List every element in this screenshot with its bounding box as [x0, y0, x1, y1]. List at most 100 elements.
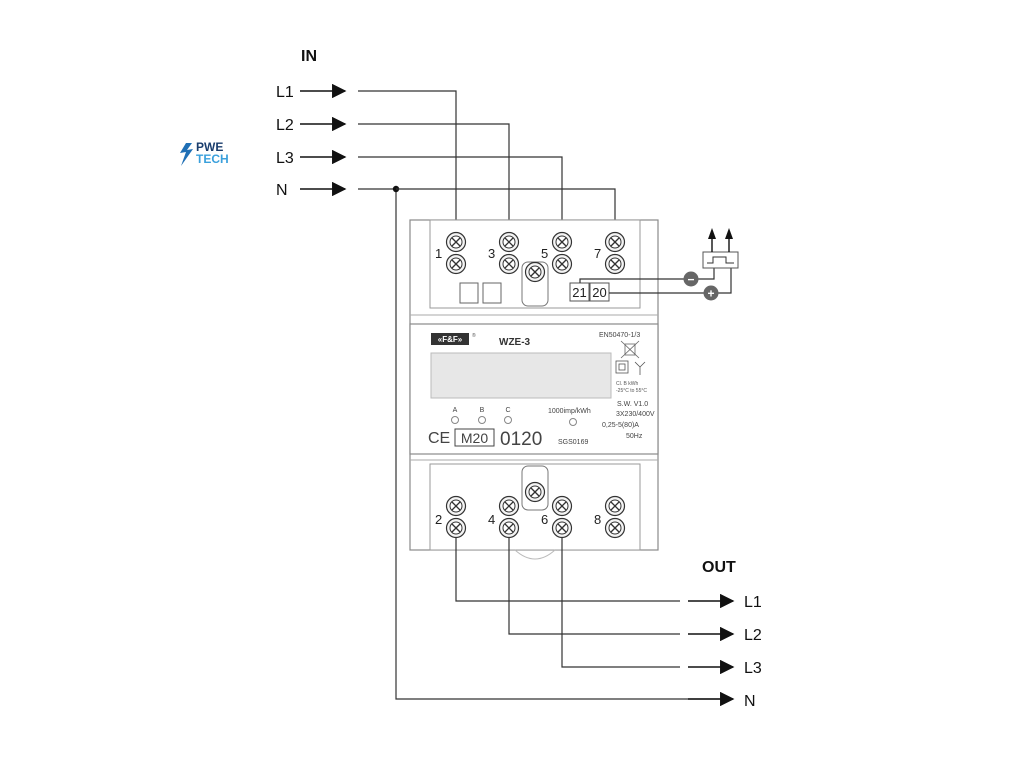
voltage-rating: 3X230/400V	[616, 411, 655, 418]
brand-logo: «F&F»	[438, 335, 463, 344]
wire-in-l2	[358, 123, 510, 233]
accuracy-class: Cl. B kWh	[616, 381, 638, 387]
wire-in-l1	[358, 90, 457, 233]
logo-line1: PWE	[196, 140, 223, 154]
pulse-terminal-20-label: 20	[592, 285, 606, 300]
pulse-waveform-icon	[707, 256, 734, 264]
brand-badge	[431, 333, 469, 345]
lcd-display	[430, 352, 612, 399]
metrology-mark: M20	[461, 430, 488, 446]
input-l1-row: L1	[276, 83, 347, 101]
pulse-receiver-box	[702, 251, 739, 269]
terminal-label-4: 4	[488, 512, 495, 527]
wire-out-l1	[455, 537, 680, 602]
led-b	[478, 416, 486, 424]
din-clip	[514, 549, 556, 560]
terminal-screws	[445, 231, 626, 539]
led-label-b: B	[480, 407, 485, 414]
pulse-output: 21 20 − +	[569, 228, 739, 302]
pulse-arrow-left-head	[708, 228, 716, 239]
screw-8-lower-icon	[604, 517, 626, 539]
sealing-slot-left	[459, 282, 479, 304]
screw-seal-top-icon	[524, 261, 546, 283]
wire-out-l3	[561, 537, 680, 668]
screw-1-lower-icon	[445, 253, 467, 275]
input-label-n: N	[276, 182, 288, 199]
input-label-l3: L3	[276, 150, 294, 167]
input-l3-row: L3	[276, 149, 347, 167]
pwe-tech-logo: PWE TECH	[180, 140, 229, 166]
output-label-l1: L1	[744, 594, 762, 611]
terminal-label-3: 3	[488, 246, 495, 261]
screw-2-upper-icon	[445, 495, 467, 517]
wire-out-l2	[508, 537, 680, 635]
led-label-c: C	[505, 407, 510, 414]
pulse-terminal-20	[589, 282, 610, 302]
led-label-a: A	[453, 407, 458, 414]
temperature-range: -25°C to 55°C	[616, 388, 647, 394]
certificate-number: SGS0169	[558, 439, 588, 446]
screw-2-lower-icon	[445, 517, 467, 539]
output-header: OUT	[702, 559, 736, 576]
screw-6-lower-icon	[551, 517, 573, 539]
three-phase-icon	[634, 361, 646, 375]
screw-3-lower-icon	[498, 253, 520, 275]
screw-7-lower-icon	[604, 253, 626, 275]
frequency-rating: 50Hz	[626, 433, 643, 440]
logo-line2: TECH	[196, 152, 229, 166]
wire-neutral	[358, 188, 730, 700]
wire-in-l3	[358, 156, 563, 233]
pulse-wire-negative	[579, 268, 715, 283]
screw-8-upper-icon	[604, 495, 626, 517]
output-l2-row: L2	[688, 626, 762, 644]
output-l3-row: L3	[688, 659, 762, 677]
notified-body-number: 0120	[500, 429, 542, 450]
positive-terminal-icon	[703, 285, 719, 301]
terminal-label-8: 8	[594, 512, 601, 527]
pulse-wire-positive	[609, 268, 732, 294]
negative-terminal-icon	[683, 271, 699, 287]
impulse-rate: 1000imp/kWh	[548, 408, 591, 415]
output-l1-row: L1	[688, 593, 762, 611]
meter-front-panel: «F&F» ® WZE-3 EN50470-1/3 Cl. B kWh -25°…	[428, 332, 655, 450]
output-label-n: N	[744, 693, 756, 710]
output-n-row: N	[688, 691, 756, 710]
screw-4-lower-icon	[498, 517, 520, 539]
metrology-box	[454, 428, 495, 447]
software-version: S.W. V1.0	[617, 401, 648, 408]
ce-mark: CE	[428, 430, 450, 447]
led-a	[451, 416, 459, 424]
weee-bin-icon	[620, 340, 640, 359]
double-insulation-icon	[615, 360, 629, 374]
led-c	[504, 416, 512, 424]
screw-5-upper-icon	[551, 231, 573, 253]
input-n-row: N	[276, 181, 347, 199]
output-label-l3: L3	[744, 660, 762, 677]
wire-in-n-terminal	[396, 188, 616, 233]
screw-4-upper-icon	[498, 495, 520, 517]
input-label-l2: L2	[276, 117, 294, 134]
screw-3-upper-icon	[498, 231, 520, 253]
registered-mark: ®	[472, 332, 476, 339]
pulse-arrow-right-head	[725, 228, 733, 239]
terminal-label-7: 7	[594, 246, 601, 261]
bolt-icon	[180, 143, 193, 166]
terminal-label-6: 6	[541, 512, 548, 527]
terminal-label-2: 2	[435, 512, 442, 527]
screw-1-upper-icon	[445, 231, 467, 253]
screw-6-upper-icon	[551, 495, 573, 517]
model-name: WZE-3	[499, 337, 531, 348]
screw-seal-bottom-icon	[524, 481, 546, 503]
input-header: IN	[301, 48, 317, 65]
positive-sign: +	[707, 287, 714, 301]
output-label-l2: L2	[744, 627, 762, 644]
input-l2-row: L2	[276, 116, 347, 134]
sealing-slot-right	[482, 282, 502, 304]
current-rating: 0,25-5(80)A	[602, 422, 639, 429]
terminal-label-1: 1	[435, 246, 442, 261]
standard-text: EN50470-1/3	[599, 332, 640, 339]
screw-7-upper-icon	[604, 231, 626, 253]
input-label-l1: L1	[276, 84, 294, 101]
screw-5-lower-icon	[551, 253, 573, 275]
